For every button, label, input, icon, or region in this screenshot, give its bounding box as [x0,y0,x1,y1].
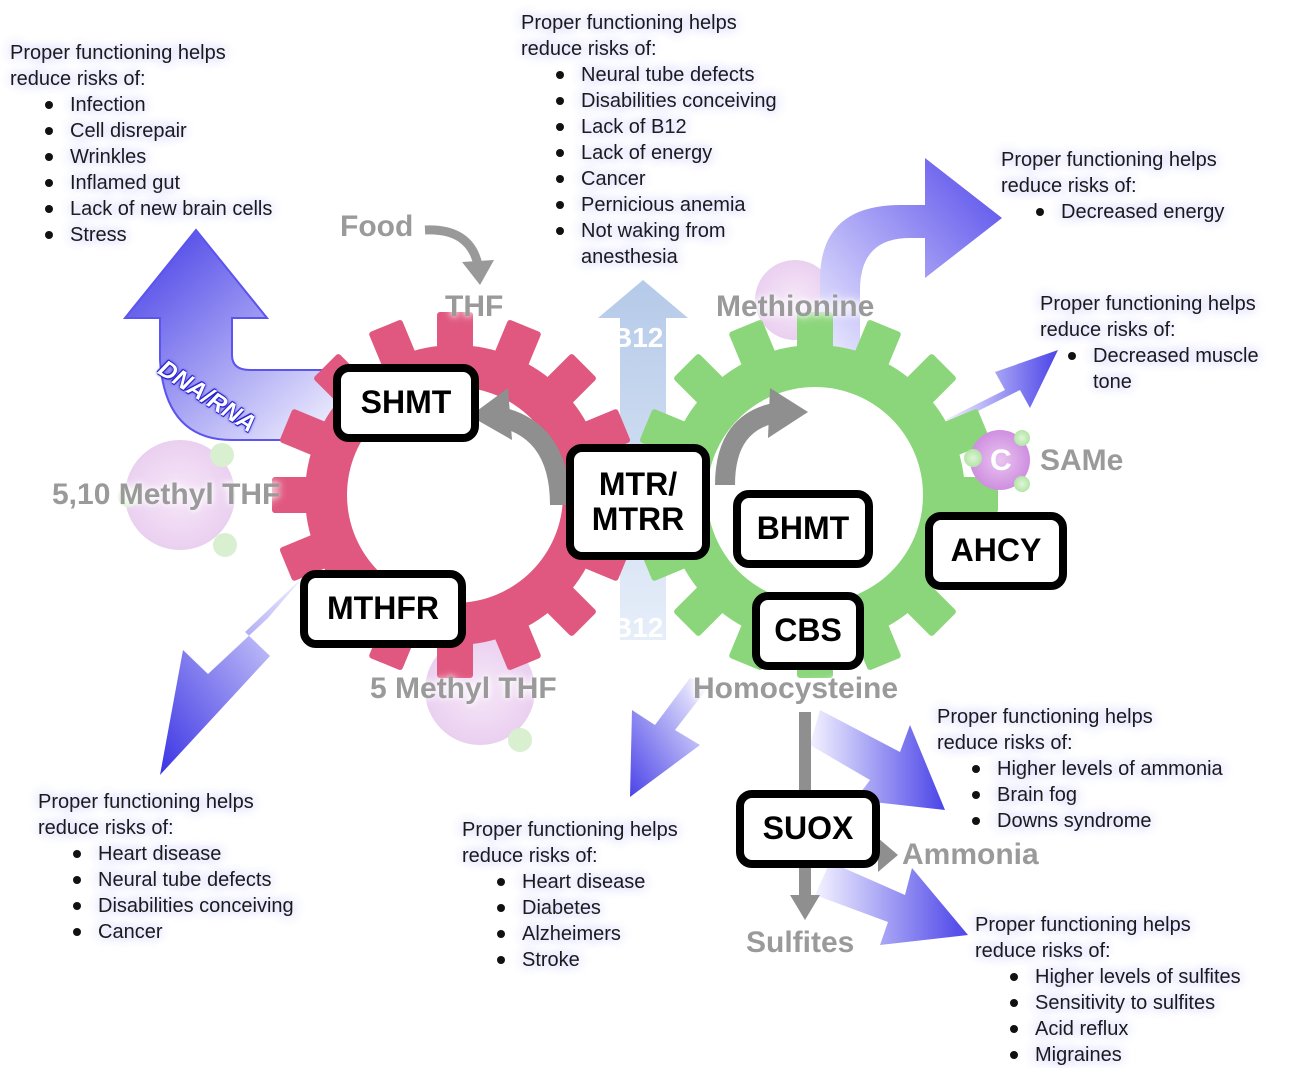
risk-heading-line1: Proper functioning helps [1001,149,1217,171]
risk-box-b12: Proper functioning helps reduce risks of… [521,10,777,270]
risk-heading-line2: reduce risks of: [521,38,657,60]
risk-item: Pernicious anemia [556,192,777,218]
risk-item: Lack of B12 [556,114,777,140]
arrow-to-homocysteine-risks [630,678,710,797]
arrow-to-dna-risks [122,228,361,441]
risk-item: Decreased energy [1035,201,1225,223]
risk-heading-line1: Proper functioning helps [975,914,1191,936]
ammonia-label: Ammonia [902,838,1039,871]
same-label: SAMe [1040,444,1124,477]
enzyme-mtr-line2: MTRR [591,501,685,537]
risk-item: Migraines [1010,1042,1241,1068]
risk-box-dna-rna: Proper functioning helps reduce risks of… [10,40,272,248]
risk-item: Alzheimers [497,921,678,947]
risk-box-energy: Proper functioning helps reduce risks of… [1001,147,1224,225]
risk-item: Stroke [497,947,678,973]
risk-item: Disabilities conceiving [73,895,294,917]
same-molecule-icon [964,430,1030,492]
risk-item: Higher levels of ammonia [972,758,1223,780]
risk-item: Inflamed gut [44,170,272,196]
food-label: Food [340,210,414,243]
risk-heading-line2: reduce risks of: [462,845,598,867]
risk-item: Heart disease [73,841,294,867]
suox-to-ammonia-arrowhead [878,838,898,872]
risk-item: Neural tube defects [73,867,294,893]
arrow-to-mthfr-risks [160,575,305,775]
arrow-to-ammonia-risks [810,710,945,810]
risk-heading-line1: Proper functioning helps [521,12,737,34]
risk-heading-line1: Proper functioning helps [38,791,254,813]
arrow-to-sulfites-risks [815,862,968,945]
thf-label: THF [445,290,504,323]
enzyme-mthfr: MTHFR [300,570,466,648]
b12-label-bottom: B12 [612,612,664,643]
homocysteine-to-sulfites-arrowhead [790,895,820,920]
risk-item: Brain fog [972,782,1223,808]
risk-item: Cell disrepair [44,118,272,144]
risk-heading-line2: reduce risks of: [937,732,1073,754]
same-atom-label: C [990,444,1012,477]
risk-heading-line2: reduce risks of: [10,68,146,90]
risk-item: Diabetes [497,895,678,921]
risk-item: Neural tube defects [556,62,777,88]
risk-item: Higher levels of sulfites [1010,966,1241,988]
risk-item: Lack of energy [556,140,777,166]
risk-box-mthfr: Proper functioning helps reduce risks of… [38,789,294,945]
risk-box-sulfites: Proper functioning helps reduce risks of… [975,912,1241,1068]
risk-item: Cancer [556,166,777,192]
enzyme-suox: SUOX [736,790,880,868]
methyl-510-thf-label: 5,10 Methyl THF [52,478,281,511]
sulfites-label: Sulfites [746,926,855,959]
risk-item: Sensitivity to sulfites [1010,990,1241,1016]
risk-item: Stress [44,222,272,248]
food-to-thf-arrow [424,225,483,267]
risk-heading-line2: reduce risks of: [1001,175,1137,197]
arrow-to-energy-risks [820,158,1002,370]
risk-item: Wrinkles [44,144,272,170]
risk-heading-line1: Proper functioning helps [10,42,226,64]
risk-heading-line2: reduce risks of: [975,940,1111,962]
risk-item: Decreased muscle tone [1068,343,1289,395]
risk-item: Heart disease [497,869,678,895]
risk-box-muscle: Proper functioning helps reduce risks of… [1040,291,1289,395]
enzyme-bhmt: BHMT [733,490,873,568]
food-to-thf-arrowhead [462,260,494,285]
risk-item: Downs syndrome [972,808,1223,834]
enzyme-mtr-line1: MTR/ [598,465,678,502]
risk-heading-line1: Proper functioning helps [937,706,1153,728]
risk-item: Cancer [73,919,294,945]
risk-item: Lack of new brain cells [44,198,273,220]
molecule-decoration-left [118,440,237,557]
risk-box-homocysteine: Proper functioning helps reduce risks of… [462,817,678,973]
left-cycle-arrowhead [470,388,512,440]
risk-heading-line1: Proper functioning helps [1040,293,1256,315]
risk-item: Infection [44,92,272,118]
risk-item: Acid reflux [1010,1016,1241,1042]
risk-item: Disabilities conceiving [556,90,777,112]
enzyme-shmt: SHMT [333,364,479,442]
risk-item: Not waking from anesthesia [556,218,761,270]
risk-heading-line2: reduce risks of: [1040,319,1176,341]
right-cycle-arrowhead [768,388,808,438]
arrow-to-muscle-risks [945,350,1058,420]
methyl-5-thf-label: 5 Methyl THF [370,672,557,705]
enzyme-mtr-mtrr: MTR/ MTRR [566,444,710,560]
enzyme-ahcy: AHCY [925,512,1067,590]
b12-label-top: B12 [612,322,664,353]
risk-heading-line2: reduce risks of: [38,817,174,839]
risk-box-ammonia: Proper functioning helps reduce risks of… [937,704,1223,834]
risk-heading-line1: Proper functioning helps [462,819,678,841]
homocysteine-label: Homocysteine [693,672,899,705]
methionine-label: Methionine [716,290,875,323]
enzyme-cbs: CBS [752,592,864,670]
